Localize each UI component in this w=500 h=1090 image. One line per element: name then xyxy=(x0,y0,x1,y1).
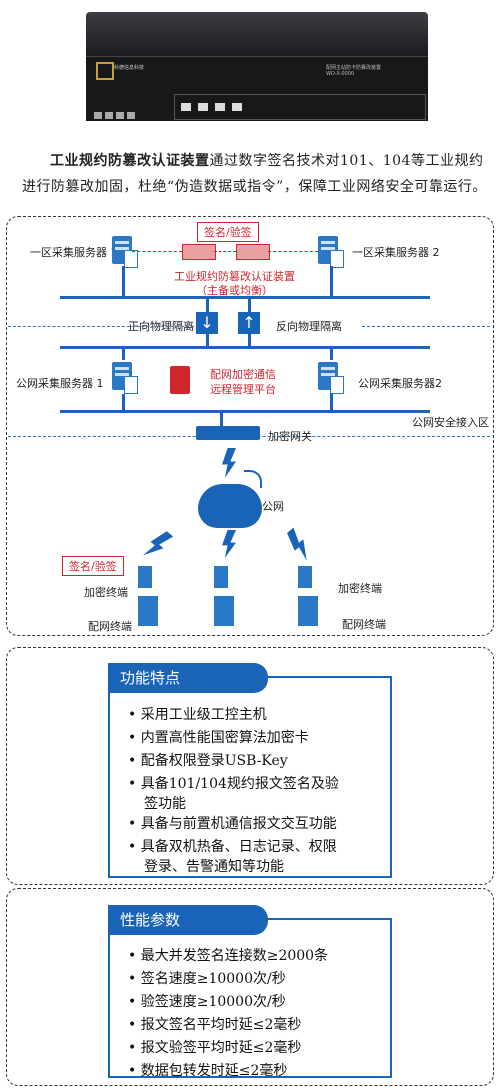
reverse-isolation-label: 反向物理隔离 xyxy=(276,320,342,333)
feature-item: • 具备双机热备、日志记录、权限 xyxy=(128,839,337,855)
feature-item: • 内置高性能国密算法加密卡 xyxy=(128,730,309,746)
server1-drop xyxy=(122,266,125,296)
red-link-mid xyxy=(214,251,236,252)
param-item: • 报文签名平均时延≤2毫秒 xyxy=(128,1017,302,1033)
feature-item-continued: 登录、告警通知等功能 xyxy=(144,859,284,875)
enc-terminal-left-label: 加密终端 xyxy=(84,586,128,599)
network-diagram-box xyxy=(6,216,494,636)
sign-verify-label-top: 签名/验签 xyxy=(197,222,259,242)
dist-terminal-left-label: 配网终端 xyxy=(88,620,132,633)
public-server-1-label: 公网采集服务器 1 xyxy=(16,377,104,390)
access-bus xyxy=(60,410,430,413)
encryption-gateway-icon xyxy=(196,426,260,440)
zone-divider-left xyxy=(8,326,194,327)
iso1-down xyxy=(206,334,209,346)
auth-device-icon-2 xyxy=(236,244,270,260)
public-server-2-icon xyxy=(318,362,344,394)
enc-terminal-right-label: 加密终端 xyxy=(338,582,382,595)
iso2-up xyxy=(248,296,251,314)
platform-label-2: 远程管理平台 xyxy=(210,383,276,396)
device-usb-ports xyxy=(94,104,156,119)
param-item: • 最大并发签名连接数≥2000条 xyxy=(128,948,329,964)
device-photo: 科德信息科技 配网主站防卡防篡改装置 WD-X-0000 xyxy=(86,12,428,121)
iso2-down xyxy=(248,334,251,346)
iso1-up xyxy=(206,296,209,314)
platform-label-1: 配网加密通信 xyxy=(210,368,276,381)
server-1-label: 一区采集服务器 1 xyxy=(30,246,118,259)
device-model-line1: 配网主站防卡防篡改装置 xyxy=(326,65,382,71)
feature-item: • 具备与前置机通信报文交互功能 xyxy=(128,816,337,832)
public-server-2-label: 公网采集服务器2 xyxy=(358,377,442,390)
pub-server1-drop xyxy=(122,346,125,360)
auth-device-label: 工业规约防篡改认证装置 xyxy=(174,270,295,283)
terminal-left-icon xyxy=(138,566,158,634)
sign-verify-label-bottom: 签名/验签 xyxy=(62,556,124,576)
dist-terminal-right-label: 配网终端 xyxy=(342,618,386,631)
intro-paragraph: 工业规约防篡改认证装置通过数字签名技术对101、104等工业规约进行防篡改加固，… xyxy=(22,148,492,200)
server-1-icon xyxy=(112,236,138,268)
auth-device-icon-1 xyxy=(182,244,216,260)
device-front-panel xyxy=(86,56,428,121)
wifi-icon xyxy=(244,470,262,488)
gateway-up xyxy=(220,410,223,426)
terminal-mid-icon xyxy=(214,566,234,634)
param-item: • 验签速度≥10000次/秒 xyxy=(128,994,286,1010)
feature-item: • 具备101/104规约报文签名及验 xyxy=(128,776,339,792)
server-2-icon xyxy=(318,236,344,268)
param-item: • 报文验签平均时延≤2毫秒 xyxy=(128,1040,302,1056)
param-item: • 签名速度≥10000次/秒 xyxy=(128,971,286,987)
features-title: 功能特点 xyxy=(108,663,268,693)
red-link-right xyxy=(268,251,318,252)
management-platform-icon xyxy=(170,366,190,394)
gateway-label: 加密网关 xyxy=(268,430,312,443)
zone2-bus xyxy=(60,346,430,349)
pub-server1-up xyxy=(122,394,125,410)
intro-highlight: 工业规约防篡改认证装置 xyxy=(50,153,210,169)
params-section xyxy=(6,888,494,1086)
device-ethernet-panel xyxy=(174,94,426,120)
param-item: • 数据包转发时延≤2毫秒 xyxy=(128,1063,288,1079)
device-model-text: 配网主站防卡防篡改装置 WD-X-0000 xyxy=(326,64,406,77)
params-title: 性能参数 xyxy=(108,905,268,935)
device-brand-text: 科德信息科技 xyxy=(114,65,145,71)
pub-server2-drop xyxy=(330,346,333,360)
pub-server2-up xyxy=(330,394,333,410)
auth-device-sublabel: （主备或均衡） xyxy=(196,284,273,297)
brand-logo xyxy=(96,62,114,80)
feature-item: • 配备权限登录USB-Key xyxy=(128,753,288,769)
zone1-bus xyxy=(60,296,430,299)
red-link-left xyxy=(132,251,182,252)
reverse-isolation-icon: ↑ xyxy=(238,312,260,334)
device-model-line2: WD-X-0000 xyxy=(326,71,355,77)
feature-item-continued: 签功能 xyxy=(144,796,186,812)
public-server-1-icon xyxy=(112,362,138,394)
feature-item: • 采用工业级工控主机 xyxy=(128,707,267,723)
forward-isolation-icon: ↓ xyxy=(196,312,218,334)
features-section xyxy=(6,647,494,885)
access-zone-label: 公网安全接入区 xyxy=(412,416,489,429)
server2-drop xyxy=(330,266,333,296)
server-2-label: 一区采集服务器 2 xyxy=(352,246,440,259)
cloud-icon xyxy=(198,484,262,528)
intro-text: 通过数字签名技术对101、104等工业规约进行防篡改加固，杜绝“伪造数据或指令”… xyxy=(22,153,487,195)
zone-divider-right xyxy=(362,326,490,327)
terminal-right-icon xyxy=(298,566,318,634)
public-net-label: 公网 xyxy=(262,500,284,513)
